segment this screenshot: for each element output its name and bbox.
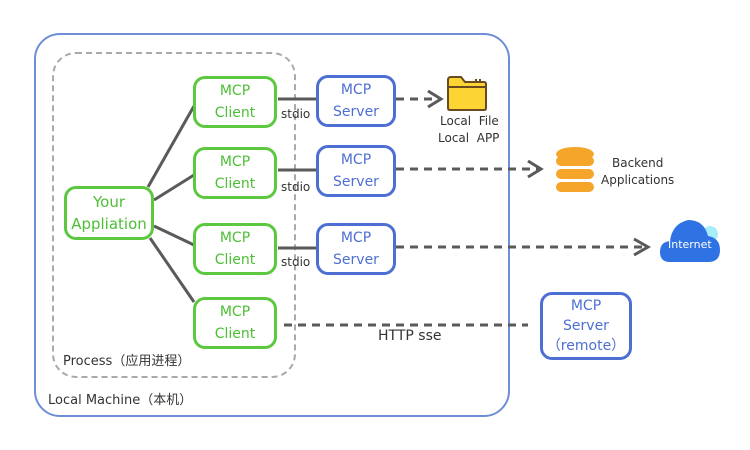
mcp-server-label: MCP Server <box>333 230 379 268</box>
internet-label: Internet <box>668 238 712 251</box>
mcp-remote-server-node: MCP Server （remote） <box>540 292 632 360</box>
local-machine-label: Local Machine（本机） <box>48 393 193 408</box>
app-client1-line <box>146 105 196 188</box>
stdio-label: stdio <box>281 107 311 121</box>
mcp-server-label: MCP Server <box>333 152 379 190</box>
mcp-client-node: MCP Client <box>193 297 277 349</box>
database-icon <box>556 147 594 192</box>
mcp-remote-server-label: MCP Server （remote） <box>546 298 626 354</box>
mcp-server-node: MCP Server <box>316 75 396 127</box>
app-client3-line <box>153 224 195 247</box>
arrowhead-backend <box>527 159 544 179</box>
app-client2-line <box>153 173 195 202</box>
arrowhead-local <box>427 89 444 109</box>
local-app-label: Local APP <box>438 131 500 145</box>
local-file-label: Local File <box>440 114 499 128</box>
mcp-server-node: MCP Server <box>316 223 396 275</box>
process-label: Process（应用进程） <box>63 354 191 369</box>
mcp-client-node: MCP Client <box>193 147 277 199</box>
http-sse-label: HTTP sse <box>378 328 442 344</box>
mcp-server-node: MCP Server <box>316 145 396 197</box>
mcp-client-node: MCP Client <box>193 76 277 128</box>
local-machine-boundary <box>34 33 510 417</box>
app-client4-line <box>148 237 196 303</box>
mcp-client-node: MCP Client <box>193 223 277 275</box>
process-boundary <box>52 52 296 378</box>
backend-label: Backend <box>612 156 664 170</box>
mcp-server-label: MCP Server <box>333 82 379 120</box>
mcp-client-label: MCP Client <box>214 230 256 268</box>
your-application-node: Your Appliation <box>64 186 154 240</box>
arrowhead-internet <box>633 237 652 257</box>
folder-icon <box>447 76 487 111</box>
cloud-icon <box>660 220 720 262</box>
mcp-client-label: MCP Client <box>214 83 256 121</box>
mcp-client-label: MCP Client <box>214 304 256 342</box>
mcp-client-label: MCP Client <box>214 154 256 192</box>
your-application-label: Your Appliation <box>71 193 147 233</box>
stdio-label: stdio <box>281 255 311 269</box>
applications-label: Applications <box>601 173 675 187</box>
stdio-label: stdio <box>281 180 311 194</box>
